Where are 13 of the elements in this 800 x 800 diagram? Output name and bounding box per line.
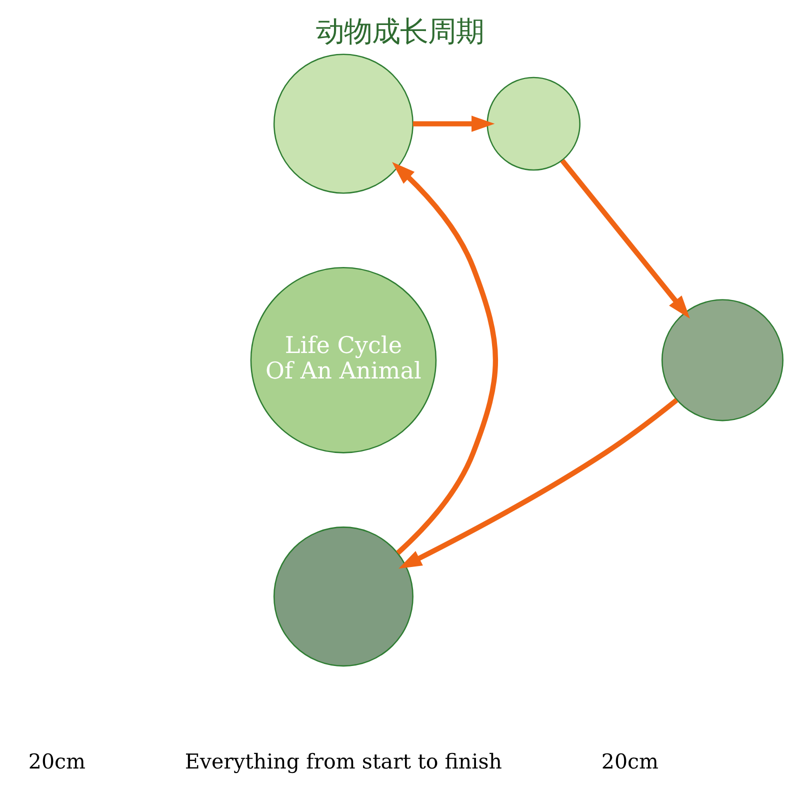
arrow	[398, 398, 678, 569]
node-circle	[661, 299, 784, 422]
node-circle: Life Cycle Of An Animal	[250, 267, 437, 454]
arrow	[560, 158, 690, 319]
label: 20cm	[28, 749, 86, 774]
diagram-title: 动物成长周期	[316, 15, 484, 48]
arrow	[392, 162, 498, 555]
arrow	[412, 116, 495, 132]
node-circle	[273, 526, 414, 667]
node-circle	[273, 54, 414, 194]
label: 20cm	[601, 749, 659, 774]
node-circle	[486, 76, 581, 171]
label: Everything from start to finish	[184, 749, 502, 774]
